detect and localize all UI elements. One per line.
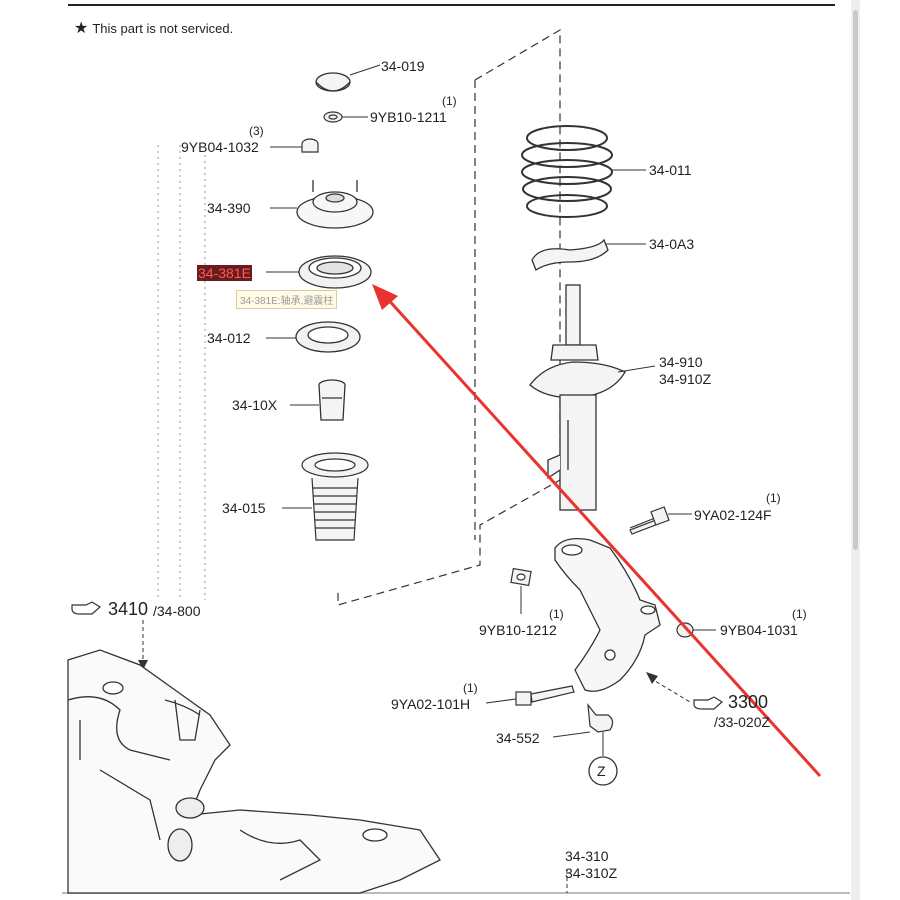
bolt-9ya02-101h [515,685,575,706]
label-9yb10-1212[interactable]: 9YB10-1212 [479,622,557,638]
bumper-34-10x [318,379,346,421]
hand-pointer-3300 [693,696,724,710]
coil-spring-34-011 [521,125,613,218]
label-34-019[interactable]: 34-019 [381,58,425,74]
ref-34-800[interactable]: /34-800 [153,603,201,619]
label-34-381e-highlighted[interactable]: 34-381E [197,265,252,281]
label-34-015[interactable]: 34-015 [222,500,266,516]
clip-34-552 [587,703,614,733]
scrollbar-thumb[interactable] [853,10,858,550]
red-pointer-arrow [372,284,822,778]
label-34-310[interactable]: 34-310 [565,848,609,864]
bearing-34-381e [298,255,372,289]
tooltip-34-381e: 34-381E:轴承,避震柱 [236,290,338,309]
strut-34-910 [529,284,626,511]
label-9yb04-1031[interactable]: 9YB04-1031 [720,622,798,638]
label-34-011[interactable]: 34-011 [649,162,692,178]
ref-3410[interactable]: 3410 [108,599,149,619]
label-9yb10-1211[interactable]: 9YB10-1211 [370,109,447,125]
mount-34-390 [296,180,374,229]
steering-knuckle [554,537,661,692]
qty-9ya02-101h: (1) [463,681,478,695]
label-34-012[interactable]: 34-012 [207,330,251,346]
label-34-10x[interactable]: 34-10X [232,397,278,413]
seat-34-012 [295,321,361,353]
qty-9yb10-1212: (1) [549,607,564,621]
star-icon: ★ [74,20,89,37]
bolt-9ya02-124f [629,506,670,535]
ref-3300[interactable]: 3300 [728,692,769,712]
ref-33-020z[interactable]: /33-020Z [714,714,771,730]
qty-9yb04-1032: (3) [249,124,264,138]
label-9yb04-1032[interactable]: 9YB04-1032 [181,139,259,155]
insulator-34-0a3 [531,238,609,271]
crossmember-3410 [67,649,441,894]
cap-34-019 [315,72,351,92]
qty-9yb10-1211: (1) [442,94,457,108]
label-34-910[interactable]: 34-910 [659,354,703,370]
qty-9ya02-124f: (1) [766,491,781,505]
nut-9yb10-1212 [510,567,532,587]
strut-group-box [337,28,561,606]
note-text: This part is not serviced. [92,21,234,36]
label-34-390[interactable]: 34-390 [207,200,251,216]
label-9ya02-101h[interactable]: 9YA02-101H [391,696,471,712]
label-34-552[interactable]: 34-552 [496,730,540,746]
label-9ya02-124f[interactable]: 9YA02-124F [694,507,772,523]
label-34-0a3[interactable]: 34-0A3 [649,236,695,252]
label-34-910z[interactable]: 34-910Z [659,371,712,387]
qty-9yb04-1031: (1) [792,607,807,621]
nut-9yb04-1032 [301,138,319,153]
not-serviced-note: ★This part is not serviced. [74,18,233,38]
label-z[interactable]: Z [597,763,606,779]
z-callout-circle [588,756,618,786]
boot-34-015 [301,452,369,541]
label-34-310z[interactable]: 34-310Z [565,865,618,881]
nut-9yb10-1211 [323,111,343,123]
hand-pointer-3410 [71,601,102,615]
